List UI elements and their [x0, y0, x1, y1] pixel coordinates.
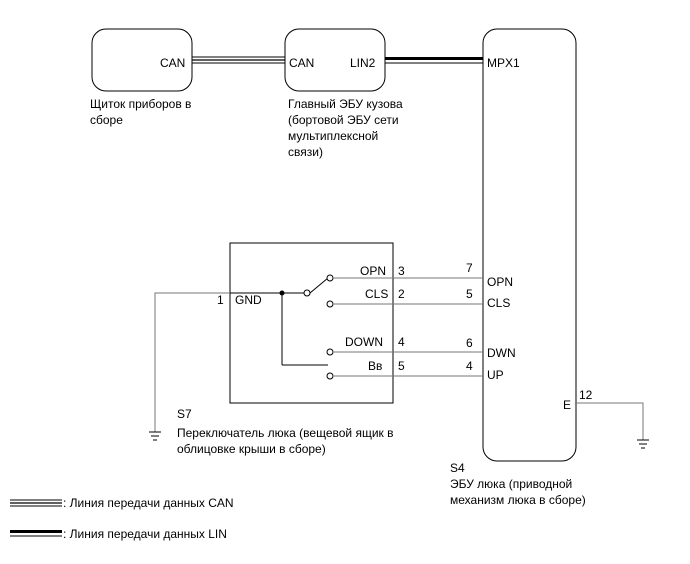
switch-pin-no-5: 5	[398, 359, 405, 373]
legend-can-line-sample	[10, 499, 62, 507]
sliding-roof-switch: OPN CLS DOWN Вв GND 3 2 4 5 1 S7 Переклю…	[177, 242, 405, 456]
main-body-ecu-caption-1: Главный ЭБУ кузова	[288, 97, 403, 111]
switch-pin-down: DOWN	[345, 335, 383, 349]
main-body-ecu-caption-3: мультиплексной	[288, 129, 378, 143]
ecu-pin-opn: OPN	[487, 275, 513, 289]
combination-meter: CAN Щиток приборов в сборе	[90, 28, 193, 127]
ecu-pin-no-6: 6	[466, 336, 473, 350]
switch-contacts	[230, 274, 334, 380]
can-bus-line	[192, 56, 285, 64]
sliding-roof-ecu-caption-1: ЭБУ люка (приводной	[450, 477, 572, 491]
switch-ground	[149, 292, 230, 441]
legend-lin-label: : Линия передачи данных LIN	[63, 527, 227, 541]
sliding-roof-switch-id: S7	[177, 407, 192, 421]
switch-pin-no-2: 2	[398, 287, 405, 301]
sliding-roof-switch-caption-1: Переключатель люка (вещевой ящик в	[177, 426, 394, 440]
main-body-ecu-caption-2: (бортовой ЭБУ сети	[288, 113, 399, 127]
main-body-ecu-lin2-pin: LIN2	[350, 56, 376, 70]
switch-pin-opn: OPN	[360, 264, 386, 278]
lin-bus-line	[385, 57, 483, 64]
combination-meter-caption-2: сборе	[90, 113, 123, 127]
legend: : Линия передачи данных CAN : Линия пере…	[10, 496, 234, 541]
sliding-roof-ecu-box	[482, 28, 577, 462]
ecu-pin-e: E	[563, 398, 571, 412]
ecu-pin-cls: CLS	[487, 296, 510, 310]
sliding-roof-ecu: MPX1 OPN CLS DWN UP E 7 5 6 4 12 S4 ЭБУ …	[450, 28, 593, 507]
main-body-ecu-can-pin: CAN	[289, 56, 314, 70]
main-body-ecu-caption-4: связи)	[288, 145, 323, 159]
sliding-roof-ecu-id: S4	[450, 461, 465, 475]
legend-lin-line-sample	[10, 530, 62, 537]
ecu-pin-no-7: 7	[466, 261, 473, 275]
ecu-pin-no-5: 5	[466, 287, 473, 301]
sliding-roof-ecu-caption-2: механизм люка в сборе)	[450, 493, 586, 507]
ecu-pin-dwn: DWN	[487, 346, 516, 360]
ecu-pin-mpx1: MPX1	[487, 56, 520, 70]
ecu-pin-up: UP	[487, 368, 504, 382]
ecu-ground	[576, 402, 649, 449]
sliding-roof-switch-caption-2: облицовке крыши в сборе)	[177, 442, 326, 456]
switch-pin-no-1: 1	[217, 293, 224, 307]
switch-pin-cls: CLS	[365, 287, 388, 301]
ecu-pin-no-4: 4	[466, 359, 473, 373]
switch-pin-no-3: 3	[398, 264, 405, 278]
switch-pin-no-4: 4	[398, 335, 405, 349]
ecu-pin-no-12: 12	[579, 388, 593, 402]
legend-can-label: : Линия передачи данных CAN	[63, 496, 234, 510]
signal-wires	[333, 277, 483, 377]
combination-meter-caption-1: Щиток приборов в	[90, 97, 191, 111]
switch-pin-bb: Вв	[368, 359, 382, 373]
main-body-ecu: CAN LIN2 Главный ЭБУ кузова (бортовой ЭБ…	[284, 28, 403, 159]
combination-meter-can-pin: CAN	[160, 56, 185, 70]
switch-pin-gnd: GND	[235, 293, 262, 307]
